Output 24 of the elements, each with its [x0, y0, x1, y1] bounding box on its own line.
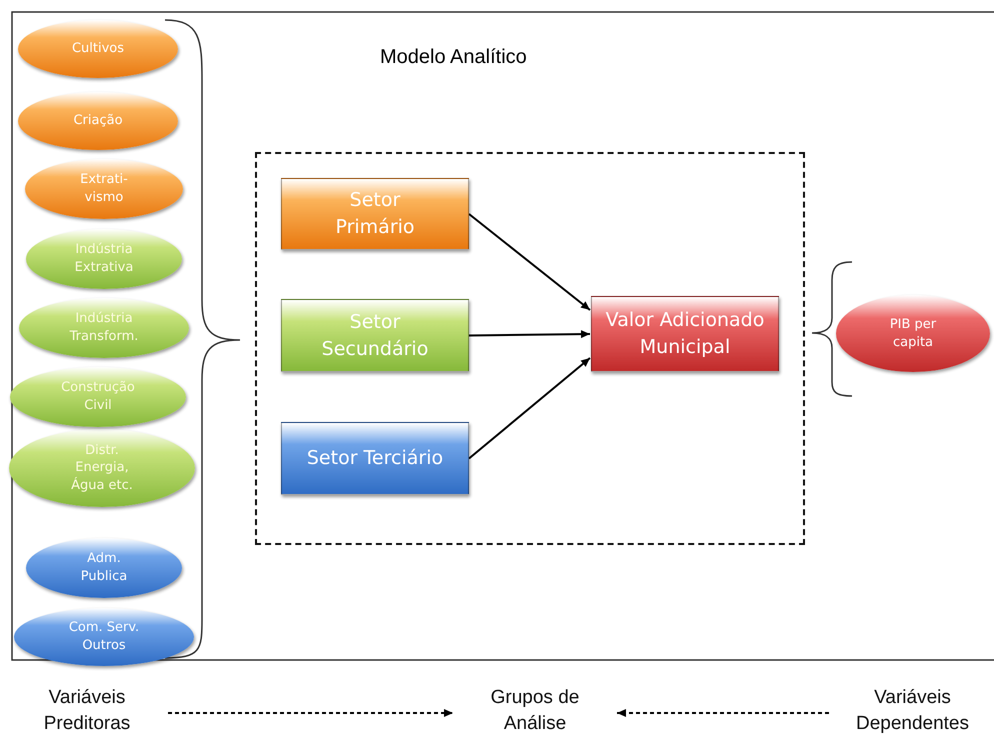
sector-box: Valor Adicionado Municipal — [591, 296, 779, 372]
sector-box: Setor Terciário — [281, 422, 469, 495]
category-ellipse: Criação — [18, 92, 178, 150]
category-ellipse: Indústria Transform. — [19, 298, 189, 358]
arrow — [468, 357, 591, 460]
diagram-title: Modelo Analítico — [380, 46, 527, 69]
category-ellipse: Distr. Energia, Água etc. — [9, 429, 195, 507]
sector-box: Setor Primário — [281, 178, 469, 250]
group-label: Variáveis Dependentes — [835, 682, 990, 740]
dashed-frame — [255, 152, 805, 545]
category-ellipse: Extrati- vismo — [25, 159, 183, 219]
category-ellipse: Adm. Publica — [26, 538, 182, 598]
sector-box: Setor Secundário — [281, 299, 469, 372]
arrow — [617, 709, 829, 717]
category-ellipse: Cultivos — [18, 20, 178, 78]
arrow — [468, 213, 591, 311]
arrow — [468, 330, 590, 338]
category-ellipse: Indústria Extrativa — [26, 229, 182, 289]
category-ellipse: PIB per capita — [836, 295, 990, 372]
category-ellipse: Com. Serv. Outros — [14, 608, 194, 666]
arrow — [168, 709, 453, 717]
group-label: Variáveis Preditoras — [12, 682, 162, 740]
category-ellipse: Construção Civil — [10, 367, 186, 427]
group-label: Grupos de Análise — [460, 682, 610, 740]
